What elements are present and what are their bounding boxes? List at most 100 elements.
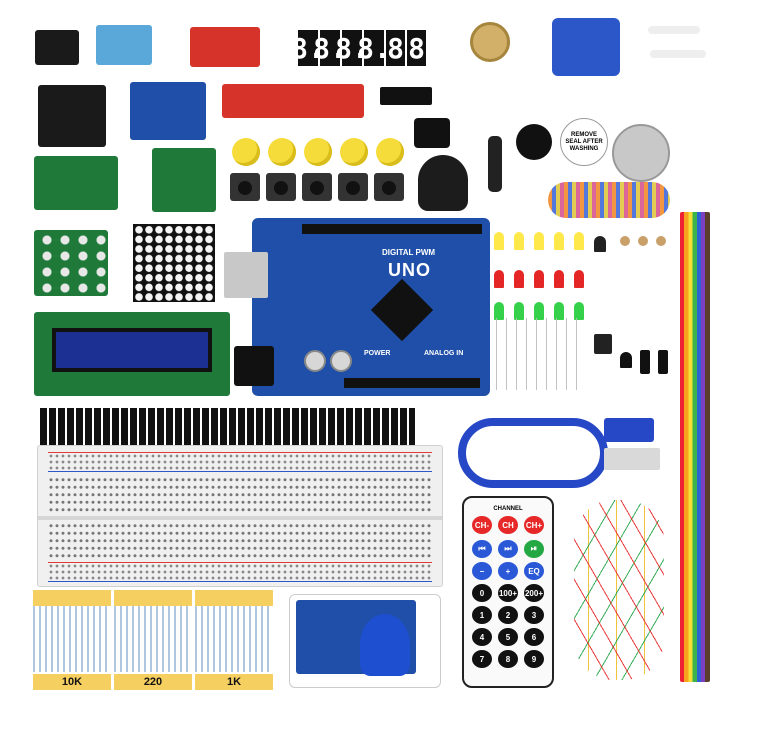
power-header [344,378,480,388]
led-yellow [554,232,564,250]
terminal-strip-bottom [48,522,432,560]
membrane-keypad [34,230,108,296]
remote-btn-play: ⏯ [524,540,544,558]
usb-b-port [224,252,268,298]
resistor-label: 10K [61,676,83,688]
power-rail-top [48,452,432,472]
usb-b-plug [604,418,654,442]
capacitor [304,350,326,372]
resistor-pack-220: 220 [114,590,192,690]
stepper-motor [612,124,670,182]
yellow-button-caps [232,138,404,168]
capacitor [330,350,352,372]
tilt-switch [640,350,650,374]
led-red [534,270,544,288]
remote-btn-8: 8 [498,650,518,668]
center-channel [38,516,442,520]
ir-receiver [594,236,606,252]
remote-btn-plus: + [498,562,518,580]
resistor-pack-10k: 10K [33,590,111,690]
resistor-pack-1k: 1K [195,590,273,690]
led-yellow [494,232,504,250]
digit: 8 [407,30,426,66]
led-yellow [514,232,524,250]
resistor-label: 1K [226,676,242,688]
led-green [494,302,504,320]
ic-chip [380,87,432,105]
led-red [494,270,504,288]
stepper-driver-board [152,148,216,212]
resistor-label: 220 [143,676,163,688]
photoresistor [638,236,648,246]
led-green [574,302,584,320]
potentiometer [470,22,510,82]
relay-module [130,82,206,140]
rainbow-jumper-cables [680,212,710,682]
led-yellow [574,232,584,250]
led-yellow [534,232,544,250]
battery-clip [414,118,450,148]
remote-btn-2: 2 [498,606,518,624]
button-cap [304,138,332,166]
lcd-screen [52,328,212,372]
joystick-module [38,85,106,147]
led-green [534,302,544,320]
tilt-switch [658,350,668,374]
led-array [490,232,590,392]
remote-btn-7: 7 [472,650,492,668]
tactile-switches [230,173,404,203]
tactile-switch [266,173,296,201]
rfid-keyfob [360,614,410,676]
joystick-cap [418,155,468,211]
remote-btn-6: 6 [524,628,544,646]
tactile-switch [338,173,368,201]
photoresistor [656,236,666,246]
led-green [554,302,564,320]
sound-sensor-module [190,27,260,67]
remote-btn-ch-minus: CH- [472,516,492,534]
rtc-clock-module [34,156,118,210]
remote-btn-4: 4 [472,628,492,646]
usb-cable [458,418,608,488]
remote-btn-next: ⏭ [498,540,518,558]
led-red [574,270,584,288]
dc-jack-cable [488,136,502,192]
remote-btn-ch: CH [498,516,518,534]
remote-btn-0: 0 [472,584,492,602]
buzzer [516,124,552,160]
remote-btn-9: 9 [524,650,544,668]
dupont-wire-bundle [574,500,664,680]
power-label: POWER [364,350,391,357]
lcd-1602-module [34,312,230,396]
button-cap [376,138,404,166]
button-cap [268,138,296,166]
usb-a-plug [604,448,660,470]
photoresistor [620,236,630,246]
remote-btn-5: 5 [498,628,518,646]
led-red [514,270,524,288]
ir-receiver-module [594,334,612,354]
led-legs [496,318,586,390]
led-green [514,302,524,320]
terminal-strip-top [48,476,432,514]
tactile-switch [230,173,260,201]
seven-segment-display: 8. 8. 8. 8. 8 8 [291,30,426,66]
buzzer-sticker: REMOVE SEAL AFTER WASHING [560,118,608,166]
remote-btn-prev: ⏮ [472,540,492,558]
remote-btn-ch-plus: CH+ [524,516,544,534]
tactile-switch [302,173,332,201]
remote-btn-3: 3 [524,606,544,624]
breadboard [37,445,443,587]
digital-header [302,224,482,234]
brand-label: DIGITAL PWM [382,248,436,257]
water-level-sensor [222,84,364,118]
remote-btn-minus: − [472,562,492,580]
remote-btn-200: 200+ [524,584,544,602]
dht11-sensor [96,25,152,65]
remote-btn-eq: EQ [524,562,544,580]
led-matrix [133,224,215,302]
tilt-switches [640,350,674,374]
digit: 8 [386,30,405,66]
pin-header-strip [40,408,415,450]
photoresistors [620,236,670,326]
